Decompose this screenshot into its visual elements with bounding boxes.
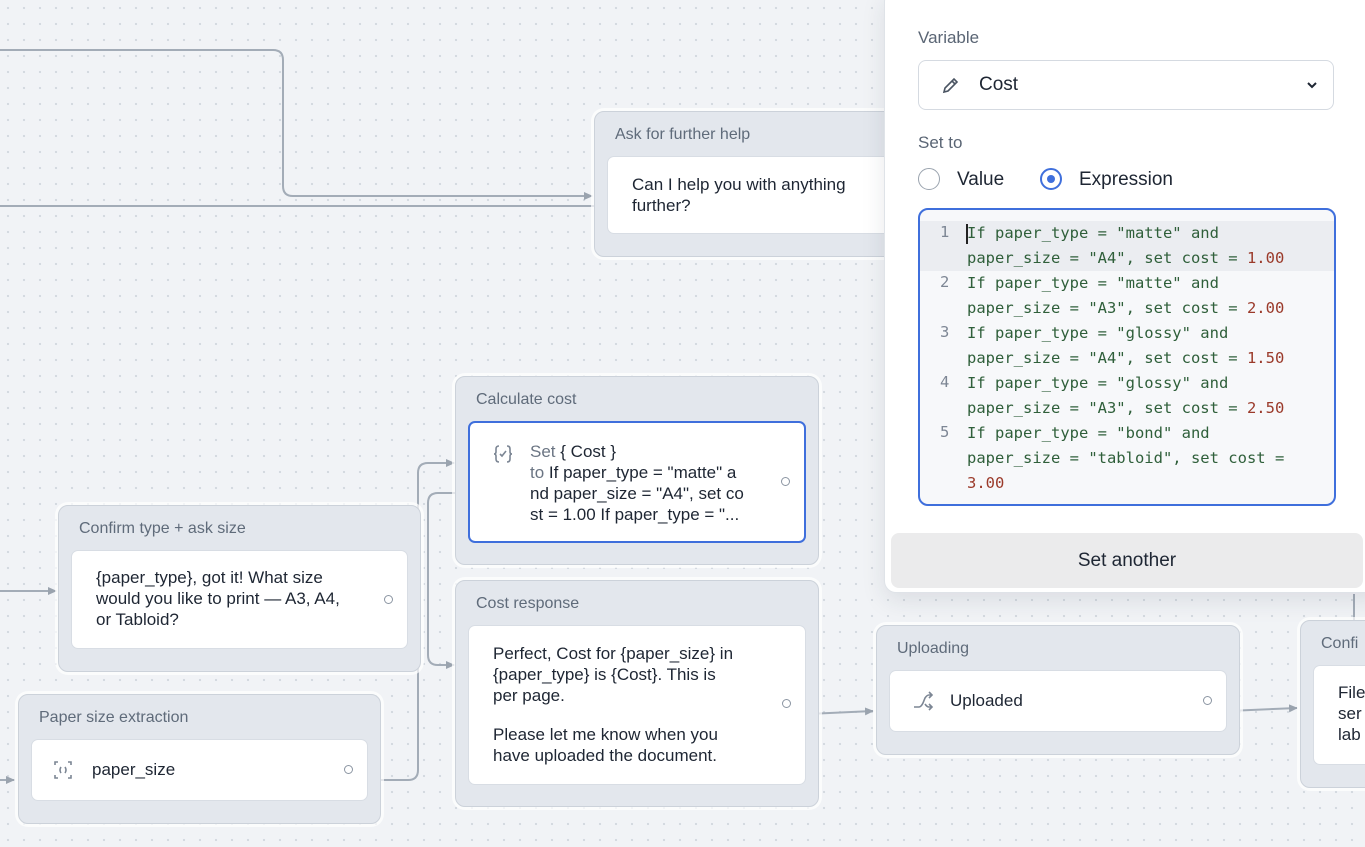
line-number: 5	[940, 423, 950, 441]
node-title: Uploading	[897, 640, 970, 657]
output-port[interactable]	[344, 765, 353, 774]
value-radio-label[interactable]: Value	[957, 169, 1005, 190]
expression-editor[interactable]: 1 If paper_type = "matte" and paper_size…	[918, 208, 1336, 506]
message-card[interactable]: {paper_type}, got it! What size would yo…	[71, 550, 408, 649]
node-ask-further-help[interactable]: Ask for further help Can I help you with…	[594, 111, 904, 257]
message-card[interactable]: Perfect, Cost for {paper_size} in {paper…	[468, 625, 806, 785]
expression-radio-label[interactable]: Expression	[1079, 169, 1173, 190]
set-another-button[interactable]: Set another	[891, 533, 1363, 588]
code-number: 2.00	[1246, 299, 1285, 317]
variable-select[interactable]: Cost	[918, 60, 1334, 110]
message-text-line: lab	[1338, 725, 1361, 744]
node-title: Confi	[1321, 635, 1359, 652]
code-line: 2 If paper_type = "matte" and paper_size…	[920, 271, 1334, 321]
expression-line: If paper_type = "matte" a	[548, 463, 737, 482]
message-text-line: {paper_type} is {Cost}. This is	[493, 665, 716, 684]
message-text-line: Please let me know when you	[493, 725, 718, 744]
code-line: 1 If paper_type = "matte" and paper_size…	[920, 221, 1334, 271]
code-text: paper_size = "tabloid", set cost =	[967, 449, 1285, 467]
set-to-label: Set to	[918, 133, 963, 152]
message-text-line: Can I help you with anything	[632, 175, 846, 194]
message-text-line: Perfect, Cost for {paper_size} in	[493, 644, 734, 663]
code-text: If paper_type = "matte" and	[967, 274, 1219, 292]
code-text: paper_size = "A3", set cost =	[967, 399, 1247, 417]
node-title: Paper size extraction	[39, 709, 189, 726]
expression-line: st = 1.00 If paper_type = "...	[530, 505, 740, 524]
variable-label: Variable	[918, 28, 980, 47]
capture-icon	[52, 759, 74, 786]
code-text: paper_size = "A4", set cost =	[967, 249, 1247, 267]
capture-card[interactable]: paper_size	[31, 739, 368, 801]
pencil-icon	[941, 75, 961, 100]
node-confirm-partial[interactable]: Confi File ser lab	[1300, 620, 1365, 788]
code-text: If paper_type = "bond" and	[967, 424, 1210, 442]
to-keyword: to	[530, 463, 545, 482]
set-variable-card[interactable]: Set { Cost } to If paper_type = "matte" …	[468, 421, 806, 543]
code-text: If paper_type = "glossy" and	[967, 374, 1229, 392]
message-card[interactable]: Can I help you with anything further?	[607, 156, 891, 234]
output-port[interactable]	[782, 699, 791, 708]
node-cost-response[interactable]: Cost response Perfect, Cost for {paper_s…	[455, 580, 819, 807]
code-line: 4 If paper_type = "glossy" and paper_siz…	[920, 371, 1334, 421]
condition-card[interactable]: Uploaded	[889, 670, 1227, 732]
node-title: Cost response	[476, 595, 580, 612]
variable-name: { Cost }	[560, 442, 617, 461]
expression-line: nd paper_size = "A4", set co	[530, 484, 744, 503]
node-uploading[interactable]: Uploading Uploaded	[876, 625, 1240, 755]
capture-variable-label: paper_size	[92, 760, 176, 779]
node-calculate-cost[interactable]: Calculate cost Set { Cost } to If paper_…	[455, 376, 819, 565]
set-keyword: Set	[530, 442, 556, 461]
line-number: 2	[940, 273, 950, 291]
code-number: 3.00	[967, 474, 1005, 492]
message-text-line: would you like to print — A3, A4,	[96, 589, 340, 608]
line-number: 1	[940, 223, 950, 241]
message-text-line: ser	[1338, 704, 1362, 723]
output-port[interactable]	[384, 595, 393, 604]
node-title: Confirm type + ask size	[79, 520, 246, 537]
code-text: paper_size = "A3", set cost =	[967, 299, 1247, 317]
set-variable-icon	[492, 443, 514, 470]
message-text-line: File	[1338, 683, 1365, 702]
text-cursor	[966, 224, 968, 244]
branch-icon	[912, 690, 934, 717]
message-text-line: have uploaded the document.	[493, 746, 718, 765]
code-number: 1.50	[1246, 349, 1285, 367]
node-confirm-type-ask-size[interactable]: Confirm type + ask size {paper_type}, go…	[58, 505, 421, 672]
code-text: If paper_type = "matte" and	[967, 224, 1219, 242]
variable-select-value: Cost	[979, 74, 1019, 95]
code-text: If paper_type = "glossy" and	[967, 324, 1229, 342]
chevron-down-icon	[1305, 78, 1319, 97]
message-text-line: further?	[632, 196, 691, 215]
message-text-line: {paper_type}, got it! What size	[96, 568, 323, 587]
node-title: Ask for further help	[615, 126, 751, 143]
line-number: 3	[940, 323, 950, 341]
code-number: 1.00	[1246, 249, 1285, 267]
code-line: 3 If paper_type = "glossy" and paper_siz…	[920, 321, 1334, 371]
output-port[interactable]	[781, 477, 790, 486]
set-variable-panel: Variable Cost Set to Value Expression 1 …	[884, 0, 1365, 593]
value-radio[interactable]	[918, 168, 940, 190]
condition-label: Uploaded	[950, 691, 1023, 710]
message-text-line: or Tabloid?	[96, 610, 179, 629]
code-line: 5 If paper_type = "bond" and paper_size …	[920, 421, 1334, 496]
expression-radio[interactable]	[1040, 168, 1062, 190]
code-number: 2.50	[1246, 399, 1285, 417]
code-text: paper_size = "A4", set cost =	[967, 349, 1247, 367]
output-port[interactable]	[1203, 696, 1212, 705]
message-card[interactable]: File ser lab	[1313, 665, 1365, 765]
line-number: 4	[940, 373, 950, 391]
message-text-line: per page.	[493, 686, 565, 705]
node-paper-size-extraction[interactable]: Paper size extraction paper_size	[18, 694, 381, 824]
node-title: Calculate cost	[476, 391, 577, 408]
